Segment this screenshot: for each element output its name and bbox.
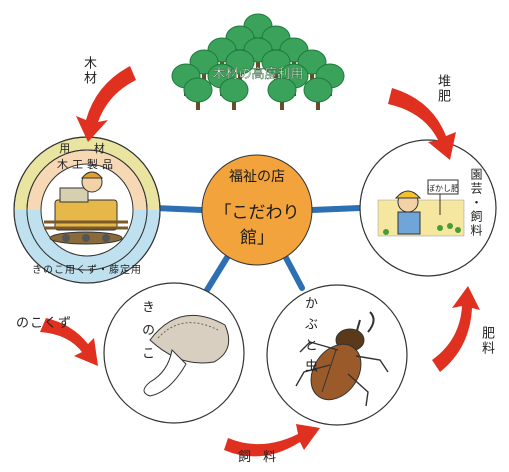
connector-mushroom <box>207 256 228 290</box>
compost-sign: ぼかし肥 <box>427 184 459 193</box>
tree-crown <box>184 78 212 102</box>
woodwork-outer-label: 用 材 <box>59 141 115 155</box>
center-store-title: 「こだわり館」 <box>203 198 311 248</box>
forest-illustration: 木材の高度利用 <box>172 14 344 110</box>
center-store-name: 福祉の店 <box>203 166 311 186</box>
label-mushroom: きのこ <box>140 300 153 369</box>
connector-woodwork <box>155 208 202 210</box>
connector-garden <box>312 208 360 210</box>
woodwork-middle-label: 木工製品 <box>57 157 117 171</box>
label-fertilizer: 肥料 <box>480 326 493 356</box>
woodwork-inner-label: きのこ用くず・藤定用 <box>32 263 142 276</box>
beetle-node <box>267 285 407 425</box>
label-garden: 園芸・飼料 <box>470 168 482 238</box>
label-wood: 木材 <box>82 56 95 86</box>
forest-label: 木材の高度利用 <box>212 66 303 82</box>
label-compost: 堆肥 <box>436 74 449 104</box>
connector-beetle <box>285 256 302 288</box>
label-sawdust: のこくず <box>16 312 72 331</box>
woodwork-node: 用 材 木工製品 きのこ用くず・藤定用 <box>14 137 160 283</box>
label-feed: 飼料 <box>238 446 288 465</box>
label-beetle: かぶと虫 <box>303 296 316 380</box>
mushroom-node <box>104 283 244 423</box>
arrow-fertilizer <box>432 286 480 372</box>
tree-crown <box>304 78 332 102</box>
